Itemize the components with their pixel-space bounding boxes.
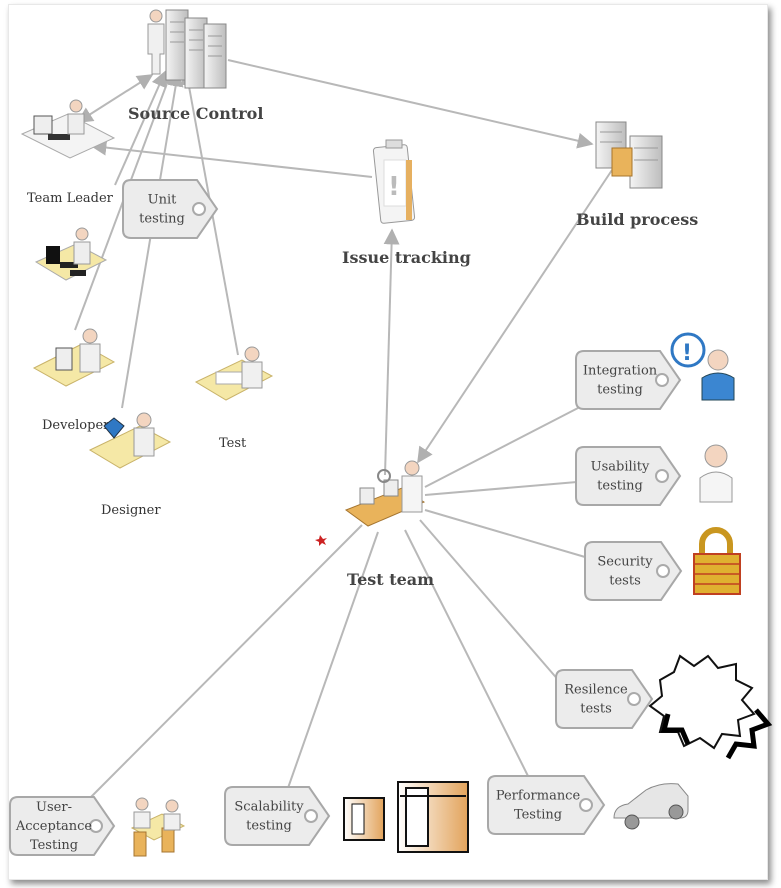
node-label-team-leader: Team Leader	[27, 191, 114, 206]
tag-text: Testing	[30, 838, 78, 853]
connector-build-to-testteam	[417, 169, 613, 464]
testers-conveyor-icon	[344, 460, 426, 527]
tag-text: Unit	[148, 193, 177, 208]
svg-text:!: !	[682, 341, 692, 366]
person-icon	[699, 444, 733, 503]
tag-security-tests: Security tests	[584, 541, 683, 601]
tag-text: Integration	[583, 364, 658, 379]
tag-text: Performance	[496, 789, 581, 804]
connectors	[74, 59, 613, 801]
svg-text:!: !	[388, 172, 400, 202]
boxes-icon	[343, 781, 469, 853]
connector-tt-resilence	[419, 519, 561, 683]
connector-source-teamleader	[76, 74, 154, 123]
workstation-person-icon	[34, 227, 108, 281]
person-question-icon: !	[670, 332, 735, 401]
padlock-icon	[693, 527, 741, 595]
connector-tt-security	[424, 509, 586, 558]
car-icon	[613, 783, 689, 830]
tag-text: Testing	[514, 808, 562, 823]
tag-text: tests	[580, 702, 611, 717]
tag-usability-testing: Usability testing	[575, 446, 682, 506]
node-label-developer: Developer	[42, 418, 110, 433]
tag-text: Security	[597, 555, 653, 570]
tag-text: Acceptance	[15, 819, 93, 834]
connector-issue-to-teamleader	[90, 139, 373, 178]
tag-text: Resilence	[564, 683, 628, 698]
node-label-test: Test	[219, 436, 247, 451]
explosion-burst-icon	[648, 654, 773, 760]
node-label-test-team: Test team	[347, 570, 434, 589]
node-label-issue-tracking: Issue tracking	[342, 248, 471, 267]
connector-tt-scalability	[287, 531, 379, 789]
tag-text: testing	[246, 819, 292, 834]
node-label-build-process: Build process	[576, 210, 698, 229]
node-label-source-control: Source Control	[128, 104, 263, 123]
connector-designer-to-source	[121, 70, 184, 409]
connector-tt-performance	[404, 529, 529, 777]
node-label-designer: Designer	[101, 503, 161, 518]
clipboard-alert-icon: !	[372, 139, 416, 224]
connector-testteam-to-issue	[383, 228, 400, 476]
meeting-table-icon	[130, 797, 186, 857]
tag-integration-testing: Integration testing	[575, 350, 682, 410]
server-rack-with-person-icon	[147, 9, 227, 89]
workstation-person-icon	[20, 99, 116, 159]
designer-desk-icon	[88, 412, 172, 469]
connector-tt-integration	[424, 407, 579, 488]
tag-text: Usability	[591, 460, 650, 475]
connector-tt-usability	[424, 481, 578, 496]
tag-text: testing	[139, 212, 185, 227]
tag-text: testing	[597, 479, 643, 494]
tag-text: tests	[609, 574, 640, 589]
tester-desk-icon	[194, 346, 274, 401]
tag-text: User-	[36, 800, 72, 815]
workstation-person-icon	[32, 328, 116, 387]
tag-resilence-tests: Resilence tests	[555, 669, 654, 729]
tag-text: Scalability	[234, 800, 304, 815]
server-cluster-icon	[595, 121, 663, 189]
connector-tt-uat	[87, 524, 363, 801]
marker-star	[315, 535, 327, 546]
connector-source-to-build	[227, 59, 594, 149]
tag-unit-testing: Unit testing	[122, 179, 219, 239]
tag-scalability-testing: Scalability testing	[224, 786, 331, 846]
tag-text: testing	[597, 383, 643, 398]
connector-leader-to-source	[114, 70, 167, 186]
